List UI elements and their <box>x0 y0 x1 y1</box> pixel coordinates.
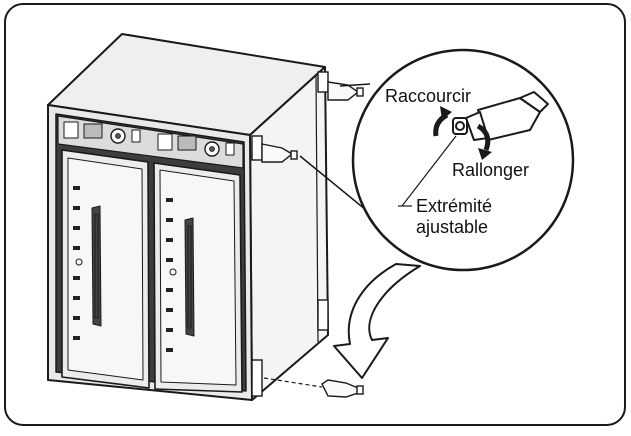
handle-right <box>184 217 195 337</box>
lock-left <box>75 258 83 266</box>
lengthen-arrow-icon <box>476 123 491 151</box>
zoom-line-top <box>339 83 371 87</box>
cabinet <box>47 33 329 401</box>
buttons-right <box>177 135 197 151</box>
control-panel <box>57 115 244 169</box>
leveling-legs <box>251 71 364 398</box>
door-right-panel <box>159 169 237 386</box>
bracket-bottom-front <box>251 359 263 397</box>
handle-left <box>91 205 102 327</box>
leg-enlarged-cap <box>519 91 549 113</box>
leg-enlarged-tip-end <box>455 121 465 131</box>
label-lengthen: Rallonger <box>452 160 529 180</box>
switch-right <box>225 142 235 156</box>
buttons-left <box>83 123 103 139</box>
shorten-arrowhead-icon <box>440 106 452 120</box>
bracket-bottom-back <box>317 299 329 331</box>
tip-leader-line <box>401 135 457 207</box>
door-left-panel <box>67 157 144 381</box>
knob-left-center <box>115 133 121 139</box>
bracket-top-back <box>317 71 329 93</box>
lengthen-arrowhead-icon <box>478 148 492 160</box>
knob-right-center <box>209 146 215 152</box>
vents-right <box>166 198 173 352</box>
switch-left <box>131 129 141 143</box>
lock-right <box>169 268 177 276</box>
leg-tip-detached <box>356 385 364 395</box>
display-left <box>63 121 79 139</box>
leg-tip-top-back <box>356 87 364 97</box>
bracket-top-front <box>251 135 263 161</box>
side-back-edge <box>315 75 319 343</box>
assembly-dashed-line <box>263 377 323 388</box>
leg-top-back <box>327 81 360 101</box>
display-right <box>157 133 173 151</box>
vents-left <box>73 186 80 340</box>
leg-tip-top-front <box>290 150 298 160</box>
label-tip-line2: ajustable <box>416 217 488 237</box>
zoom-line-bottom <box>299 155 367 211</box>
leg-top-front <box>261 143 294 163</box>
label-shorten: Raccourcir <box>385 86 471 106</box>
label-tip-line1: Extrémité <box>416 196 492 216</box>
big-curved-arrow <box>333 263 421 379</box>
